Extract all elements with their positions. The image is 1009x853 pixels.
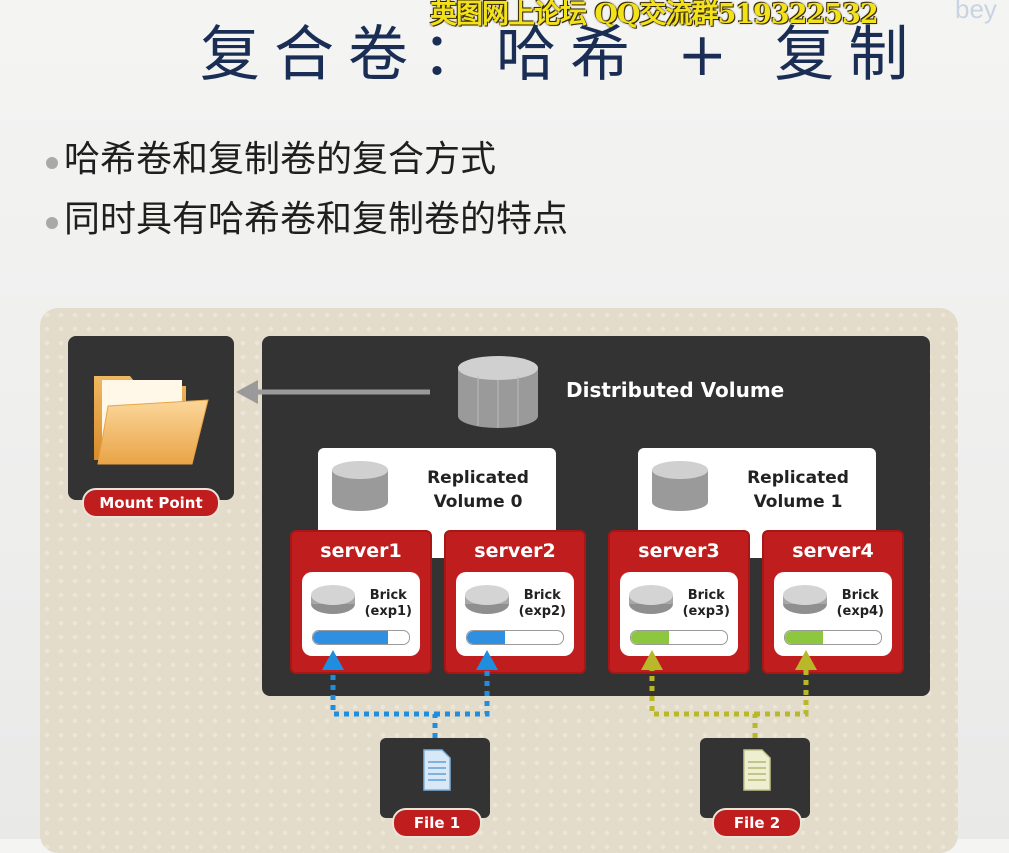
bullet-dot-icon (46, 157, 58, 169)
file-2-label: File 2 (712, 808, 802, 838)
server-1-card: server1 Brick (exp1) (290, 530, 432, 674)
brick-path: (exp3) (682, 604, 730, 619)
document-icon (743, 749, 771, 791)
arrow-head-icon (322, 650, 344, 670)
slide-title: 复合卷：哈希 + 复制 (200, 20, 923, 90)
bullet-text: 哈希卷和复制卷的复合方式 (64, 139, 497, 180)
brick-label: Brick (exp3) (683, 588, 730, 620)
brick-usage-fill (785, 631, 824, 644)
brick-box: Brick (exp3) (620, 572, 738, 656)
server-name: server2 (474, 540, 556, 562)
arrow-head-icon (641, 650, 663, 670)
server-name: server3 (638, 540, 720, 562)
disk-icon (465, 585, 509, 614)
arrow-to-mount-point (236, 380, 430, 404)
arrow-head-icon (795, 650, 817, 670)
brick-usage-bar (312, 630, 410, 645)
brick-path: (exp4) (836, 604, 884, 619)
arrow-head-icon (476, 650, 498, 670)
server-2-card: server2 Brick (exp2) (444, 530, 586, 674)
folder-icon (94, 376, 209, 465)
brick-usage-fill (467, 631, 506, 644)
brick-title: Brick (369, 588, 407, 603)
brick-label: Brick (exp2) (519, 588, 566, 620)
brick-usage-bar (630, 630, 728, 645)
bullet-text: 同时具有哈希卷和复制卷的特点 (64, 199, 569, 240)
watermark-suffix: bey (955, 0, 997, 24)
file-2-box (700, 738, 810, 818)
replicated-volume-0-label: Replicated Volume 0 (418, 466, 538, 514)
replicated-volume-1-label: Replicated Volume 1 (738, 466, 858, 514)
server-name: server1 (320, 540, 402, 562)
bullet-dot-icon (46, 217, 58, 229)
brick-box: Brick (exp4) (774, 572, 892, 656)
brick-path: (exp2) (518, 604, 566, 619)
distributed-volume-cylinder-icon (458, 356, 538, 428)
file-1-replication-arrows (330, 666, 490, 738)
document-icon (423, 749, 451, 791)
bullet-item: 同时具有哈希卷和复制卷的特点 (46, 186, 568, 246)
replicated-volume-0-line2: Volume 0 (433, 492, 523, 512)
replicated-volume-1-line2: Volume 1 (753, 492, 843, 512)
file-1-label: File 1 (392, 808, 482, 838)
brick-box: Brick (exp1) (302, 572, 420, 656)
disk-icon (629, 585, 673, 614)
file-2-replication-arrows (649, 666, 809, 738)
brick-title: Brick (687, 588, 725, 603)
replicated-volume-0-cylinder-icon (332, 461, 388, 511)
brick-usage-fill (313, 631, 388, 644)
brick-box: Brick (exp2) (456, 572, 574, 656)
disk-icon (311, 585, 355, 614)
brick-path: (exp1) (364, 604, 412, 619)
server-4-card: server4 Brick (exp4) (762, 530, 904, 674)
brick-usage-bar (784, 630, 882, 645)
replicated-volume-1-line1: Replicated (747, 468, 849, 488)
brick-usage-fill (631, 631, 670, 644)
brick-label: Brick (exp4) (837, 588, 884, 620)
disk-icon (783, 585, 827, 614)
mount-point-box (68, 336, 234, 500)
mount-point-label: Mount Point (82, 488, 220, 518)
server-name: server4 (792, 540, 874, 562)
brick-usage-bar (466, 630, 564, 645)
bullet-list: 哈希卷和复制卷的复合方式 同时具有哈希卷和复制卷的特点 (46, 126, 568, 246)
brick-title: Brick (523, 588, 561, 603)
replicated-volume-0-line1: Replicated (427, 468, 529, 488)
watermark-text: 英图网上论坛 QQ交流群519322532 (430, 0, 879, 30)
distributed-volume-label: Distributed Volume (566, 378, 785, 402)
bullet-item: 哈希卷和复制卷的复合方式 (46, 126, 568, 186)
replicated-volume-1-cylinder-icon (652, 461, 708, 511)
server-3-card: server3 Brick (exp3) (608, 530, 750, 674)
brick-label: Brick (exp1) (365, 588, 412, 620)
brick-title: Brick (841, 588, 879, 603)
file-1-box (380, 738, 490, 818)
